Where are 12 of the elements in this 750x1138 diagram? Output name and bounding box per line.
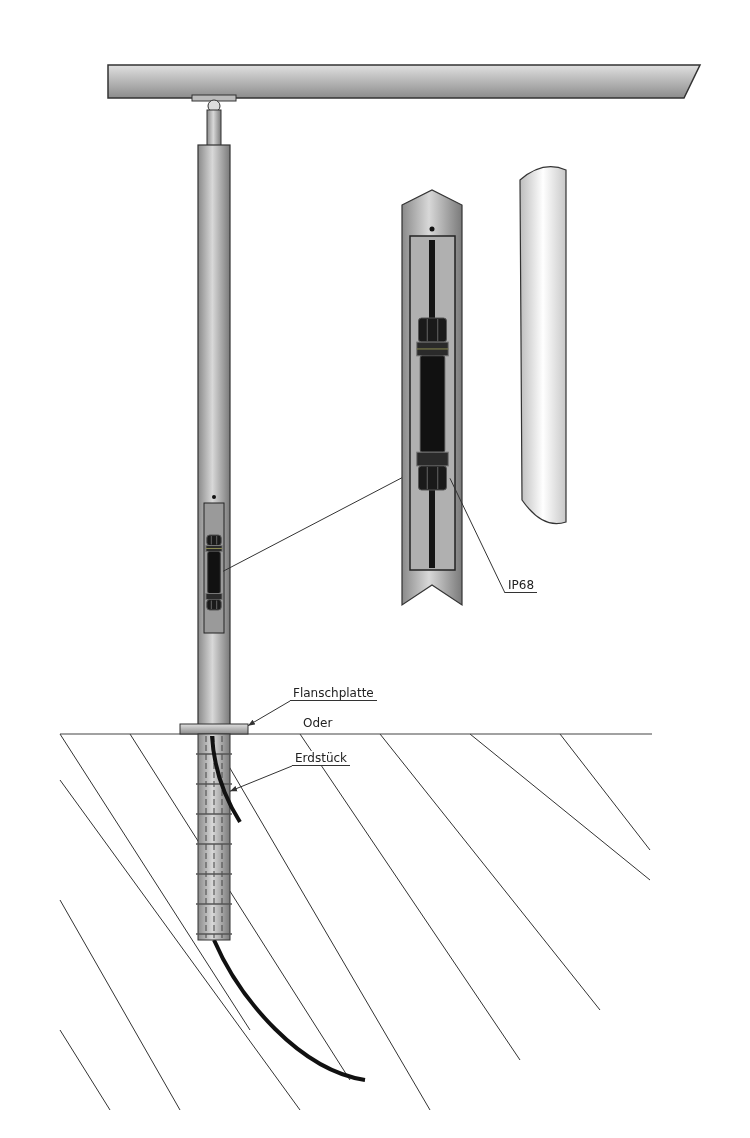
cable-connector-drawing xyxy=(416,317,449,491)
ground-sleeve-drawing xyxy=(195,733,242,941)
label-text: Oder xyxy=(300,716,336,730)
leader-line xyxy=(229,765,293,792)
flange-plate-drawing xyxy=(179,723,249,735)
callout-label: IP68 xyxy=(505,578,538,593)
callout-label: Flanschplatte xyxy=(290,686,377,701)
leader-line xyxy=(247,700,291,727)
cable-connector-drawing xyxy=(205,534,223,611)
detail-view-drawing xyxy=(401,189,463,607)
detail-line xyxy=(222,477,403,572)
callout-label: Erdstück xyxy=(292,751,351,766)
